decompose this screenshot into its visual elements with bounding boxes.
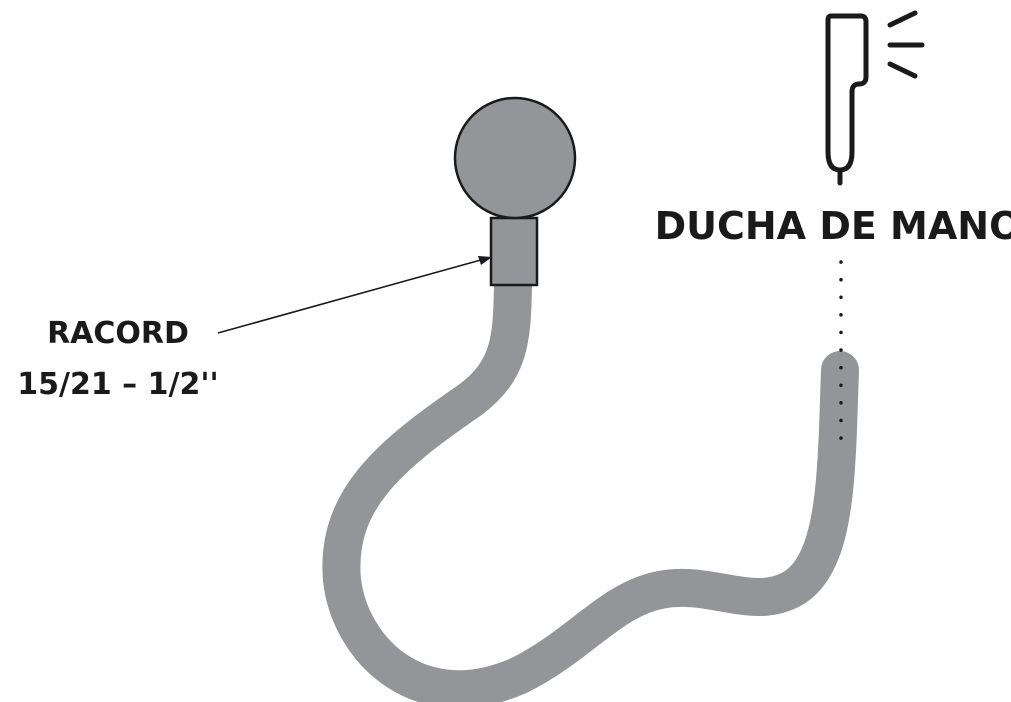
- racord-label-line2: 15/21 – 1/2'': [17, 367, 218, 402]
- hand-shower-label: DUCHA DE MANO: [655, 204, 1011, 248]
- racord-label-line1: RACORD: [47, 316, 189, 351]
- racord-connector: [489, 216, 539, 287]
- racord-pointer-arrowhead: [478, 256, 492, 265]
- hand-shower-icon: [825, 10, 925, 186]
- wall-outlet-knob: [453, 96, 577, 220]
- flexible-hose: [322, 266, 859, 702]
- racord-pointer-line: [217, 257, 489, 334]
